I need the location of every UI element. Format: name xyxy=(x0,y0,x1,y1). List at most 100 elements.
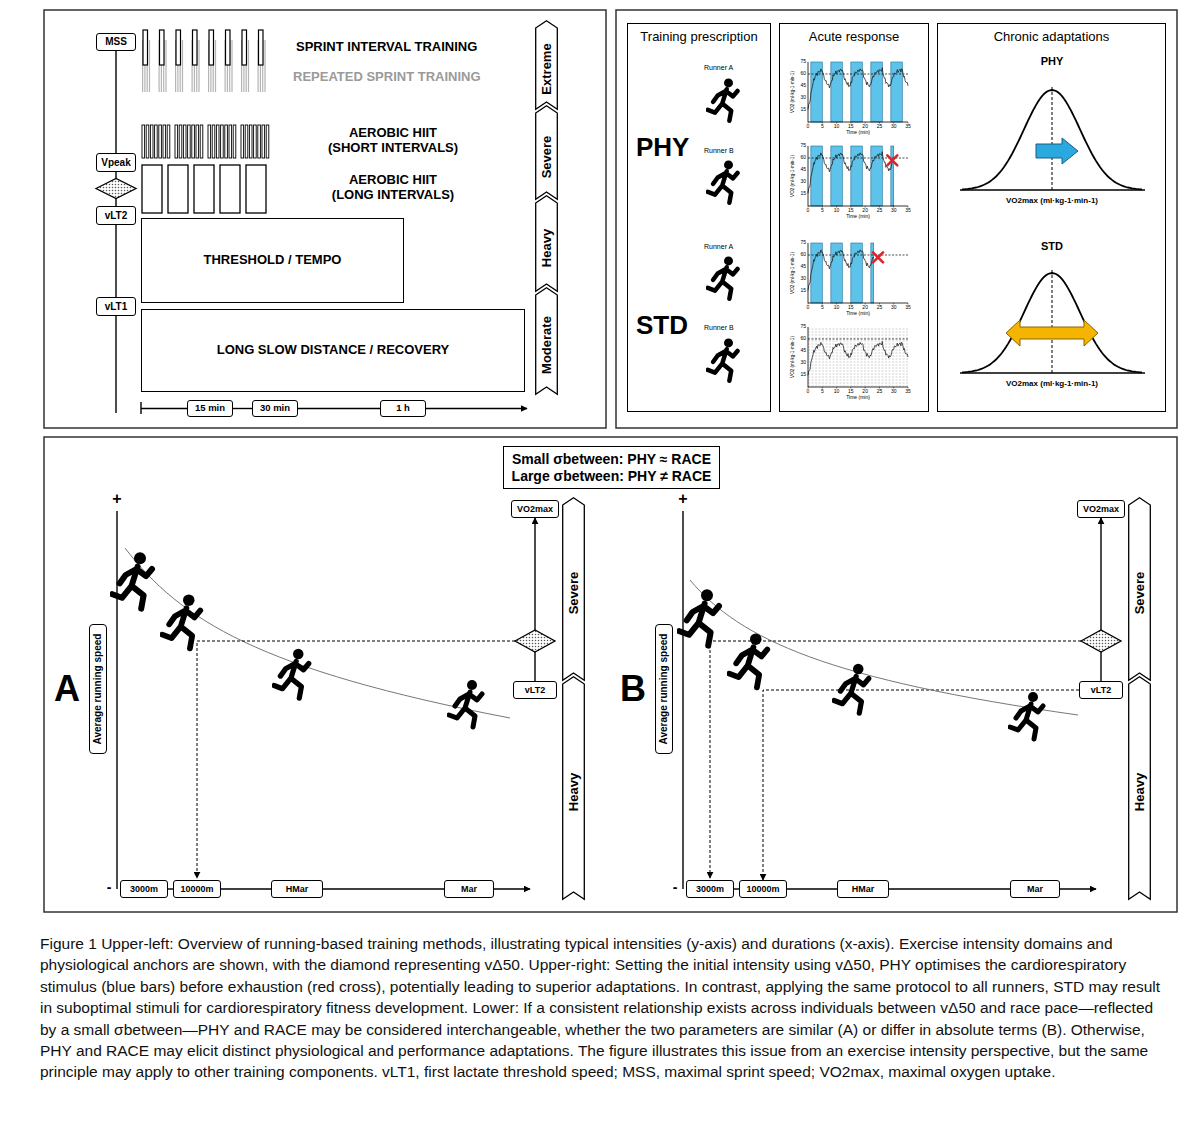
vo2-chart xyxy=(808,152,894,194)
short-interval-bars xyxy=(159,125,162,158)
node-text: Average running speed xyxy=(658,634,670,745)
runner-label: Runner B xyxy=(704,147,734,155)
node-text: Severe xyxy=(1132,572,1147,615)
node-text: 15 min xyxy=(195,403,225,414)
node-text: 10000m xyxy=(746,884,779,894)
sprint-bars xyxy=(182,40,183,92)
short-interval-bars xyxy=(146,125,149,158)
chevron-outline xyxy=(536,288,558,395)
vo2-chart xyxy=(871,146,882,206)
chevron-outline xyxy=(1129,498,1151,681)
speed-axis xyxy=(683,511,1096,889)
axis-label-box: Average running speed xyxy=(655,624,673,754)
anchor-box: vLT1 xyxy=(96,297,136,316)
short-interval-bars xyxy=(183,125,186,158)
training-box: LONG SLOW DISTANCE / RECOVERY xyxy=(141,309,525,392)
tick-label: 10 xyxy=(834,208,840,214)
column-box: Training prescription xyxy=(627,23,771,412)
vo2-chart xyxy=(808,68,908,110)
axis-title: VO2 (ml·kg-1·min-1) xyxy=(790,71,795,113)
tick-label: 30 xyxy=(800,276,806,282)
short-interval-bars xyxy=(249,125,252,158)
anchor-box: 10000m xyxy=(173,880,221,898)
vo2-chart xyxy=(851,146,862,206)
vo2-chart xyxy=(808,62,908,124)
tick-label: 20 xyxy=(862,389,868,395)
vo2-chart xyxy=(808,62,908,122)
tick-label: 45 xyxy=(800,264,806,270)
short-interval-bars xyxy=(200,125,203,158)
node-text: Mar xyxy=(1027,884,1043,894)
anchor-box: vLT2 xyxy=(513,681,557,699)
tick-label: 0 xyxy=(807,208,810,214)
long-interval-bars xyxy=(142,165,266,213)
group-label: PHY xyxy=(1041,55,1064,68)
node-text: Large σbetween: PHY ≠ RACE xyxy=(512,468,712,484)
anchor-box: 10000m xyxy=(739,880,787,898)
figure-caption: Figure 1 Upper-left: Overview of running… xyxy=(40,933,1165,1083)
runner-figure xyxy=(679,589,1043,739)
node-text: 3000m xyxy=(130,884,158,894)
node-text: HMar xyxy=(852,884,875,894)
axis-connector xyxy=(115,51,116,153)
tick-label: 15 xyxy=(848,124,854,130)
tick-label: 20 xyxy=(862,208,868,214)
tick-label: 75 xyxy=(800,143,806,149)
node-text: Chronic adaptations xyxy=(994,29,1110,44)
group-label: STD xyxy=(636,311,688,341)
vo2-chart xyxy=(808,341,908,342)
node-text: Severe xyxy=(566,572,581,615)
anchor-box: vLT2 xyxy=(1079,681,1123,699)
panel-letter: B xyxy=(620,668,646,709)
node-text: VO2max xyxy=(1083,504,1119,514)
tick-label: 0 xyxy=(807,305,810,311)
node-text: vLT2 xyxy=(105,210,128,222)
speed-duration-curve xyxy=(125,548,510,718)
vo2-chart xyxy=(808,383,908,384)
short-interval-bars xyxy=(254,125,257,158)
short-interval-bars xyxy=(150,125,153,158)
group-label: PHY xyxy=(636,133,689,163)
node-text: Moderate xyxy=(539,316,554,374)
speed-duration-curve xyxy=(690,580,1078,715)
short-interval-bars xyxy=(229,125,232,158)
vo2-chart xyxy=(808,327,908,387)
axis-title: VO2 (ml·kg-1·min-1) xyxy=(790,252,795,294)
sprint-bars xyxy=(226,30,231,65)
sprint-bars xyxy=(248,40,249,92)
distribution-curve xyxy=(1052,86,1053,190)
axis-title: VO2max (ml·kg-1·min-1) xyxy=(1006,196,1098,205)
node-text: Heavy xyxy=(539,228,554,266)
node-text: VO2max xyxy=(517,504,553,514)
short-interval-bars xyxy=(212,125,215,158)
dashed-guide xyxy=(197,641,515,878)
short-interval-bars xyxy=(245,125,248,158)
anchor-box: Mar xyxy=(444,880,494,898)
vo2-chart xyxy=(808,146,908,208)
node-text: vLT2 xyxy=(525,685,545,695)
sprint-bars xyxy=(193,30,198,65)
tick-label: 25 xyxy=(877,305,883,311)
axis-sign: + xyxy=(112,490,121,508)
panel-frame xyxy=(616,10,1177,428)
vo2-chart xyxy=(808,243,908,305)
short-interval-bars xyxy=(188,125,191,158)
runner-figure xyxy=(162,594,200,648)
shift-arrow xyxy=(1036,138,1078,164)
tick-label: 30 xyxy=(800,95,806,101)
runner-figure xyxy=(708,160,738,202)
vo2-chart xyxy=(808,353,908,354)
axis-connector xyxy=(323,888,444,889)
axis-line xyxy=(141,408,187,409)
domain-chevron: Moderate xyxy=(535,287,558,395)
anchor-box: Mar xyxy=(1010,880,1060,898)
tick-label: 25 xyxy=(877,124,883,130)
anchor-box: 15 min xyxy=(187,400,233,417)
vo2-chart xyxy=(851,243,862,303)
vo2-chart xyxy=(831,243,842,303)
vo2-chart xyxy=(851,62,862,122)
node-text: Heavy xyxy=(566,773,581,811)
short-interval-bars xyxy=(258,125,261,158)
axis-sign: - xyxy=(673,879,678,895)
anchor-box: MSS xyxy=(96,33,136,51)
